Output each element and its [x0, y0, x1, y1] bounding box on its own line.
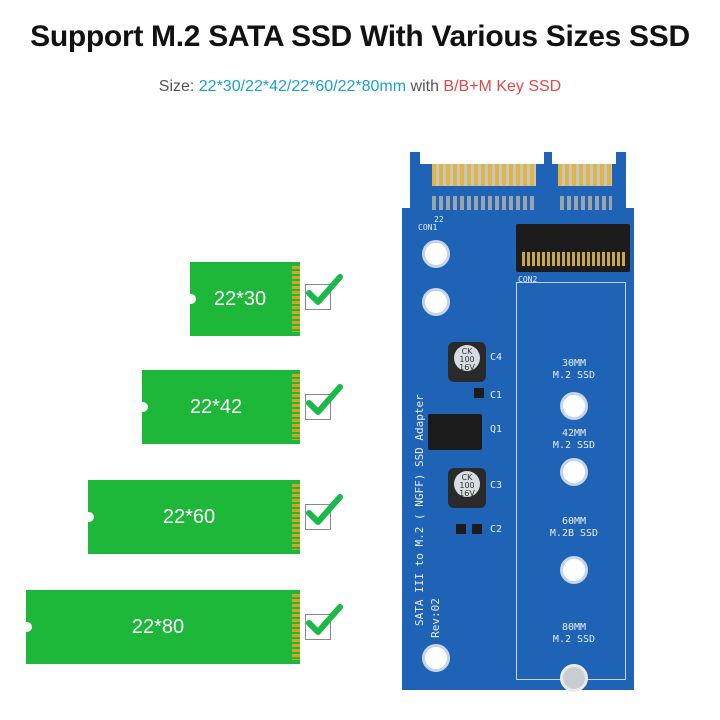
mount-hole [422, 240, 450, 268]
mount-hole-60mm [560, 556, 588, 584]
card-notch [84, 512, 94, 522]
slot-size: 30MM [561, 358, 587, 369]
slot-type: M.2 SSD [552, 370, 596, 381]
card-notch [22, 622, 32, 632]
mount-hole-30mm [560, 392, 588, 420]
label-c4: C4 [490, 352, 503, 363]
gold-contacts [292, 266, 300, 332]
sata-data-pads [432, 164, 536, 186]
checkmark-icon [305, 494, 343, 530]
resistor [474, 388, 484, 398]
revision-label: Rev:02 [429, 598, 442, 638]
subtitle-middle: with [406, 78, 444, 95]
checkmark-icon [305, 384, 343, 420]
ssd-card-2280: 22*80 [22, 590, 300, 664]
label-pin22: 22 [434, 215, 444, 224]
sata-power-pads [558, 164, 612, 186]
board-side-cutout [402, 152, 410, 208]
subtitle-prefix: Size: [158, 78, 199, 95]
gold-contacts [292, 374, 300, 440]
smd-pads-row [560, 196, 612, 210]
board-side-cutout [626, 152, 634, 208]
ssd-card-label: 22*80 [131, 615, 185, 638]
smd-pads-row [432, 196, 536, 210]
label-con2: CON2 [518, 275, 538, 284]
page-title: Support M.2 SATA SSD With Various Sizes … [30, 20, 690, 53]
card-notch [138, 402, 148, 412]
ssd-card-2242: 22*42 [138, 370, 300, 444]
label-c1: C1 [490, 390, 503, 401]
slot-type: M.2 SSD [552, 634, 596, 645]
mount-standoff-80mm [560, 664, 588, 692]
board-top-cutout [420, 152, 544, 164]
mount-hole-42mm [560, 458, 588, 486]
ssd-card-label: 22*60 [162, 505, 216, 528]
subtitle-sizes: 22*30/22*42/22*60/22*80mm [198, 78, 407, 95]
label-c3: C3 [490, 480, 503, 491]
gold-contacts [292, 594, 300, 660]
subtitle-keys: B/B+M Key SSD [443, 78, 562, 95]
label-q1: Q1 [490, 424, 503, 435]
label-con1: CON1 [418, 223, 438, 232]
slot-type: M.2 SSD [552, 440, 596, 451]
mount-hole [422, 288, 450, 316]
slot-size: 60MM [561, 516, 587, 527]
checkmark-icon [305, 604, 343, 640]
subtitle: Size: 22*30/22*42/22*60/22*80mm with B/B… [0, 78, 720, 96]
ssd-card-2260: 22*60 [84, 480, 300, 554]
slot-size: 80MM [561, 622, 587, 633]
transistor-q1 [428, 414, 482, 450]
resistor [456, 524, 466, 534]
board-top-cutout [552, 152, 616, 164]
label-c2: C2 [490, 524, 503, 535]
slot-size: 42MM [561, 428, 587, 439]
mount-hole [422, 644, 450, 672]
m2-socket-pins [522, 252, 626, 266]
adapter-text: SATA III to M.2 ( NGFF) SSD Adapter [413, 394, 426, 626]
slot-type: M.2B SSD [549, 528, 599, 539]
card-notch [186, 294, 196, 304]
checkmark-icon [305, 274, 343, 310]
gold-contacts [292, 484, 300, 550]
resistor [472, 524, 482, 534]
ssd-card-label: 22*42 [189, 395, 243, 418]
ssd-card-label: 22*30 [213, 287, 267, 310]
ssd-card-2230: 22*30 [186, 262, 300, 336]
